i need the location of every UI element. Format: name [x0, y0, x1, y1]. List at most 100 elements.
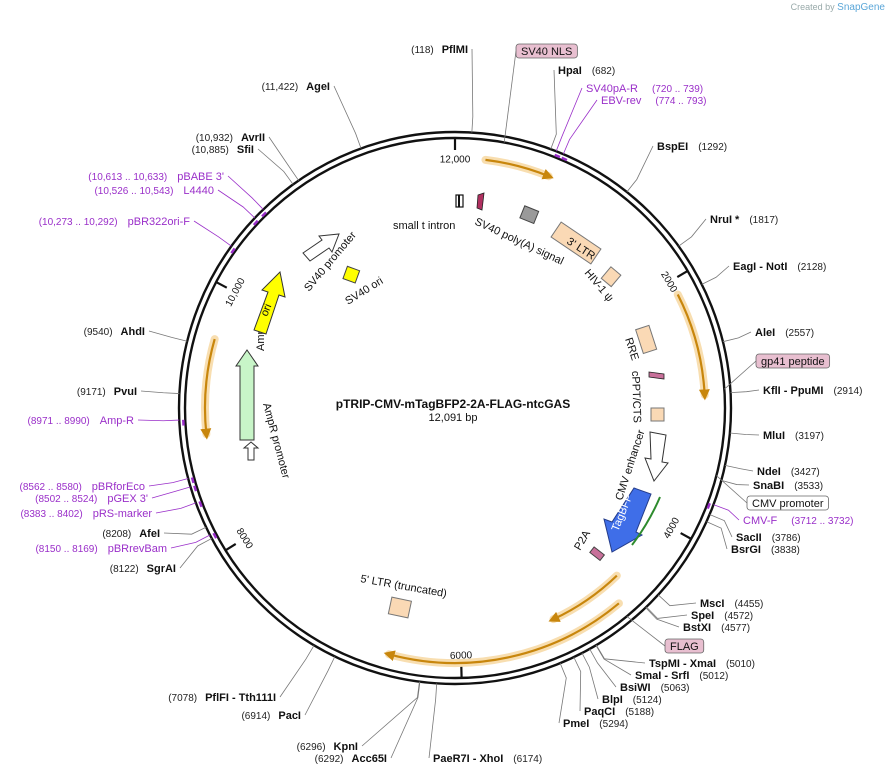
ori-label: ori	[259, 302, 275, 318]
label-box-gp41-peptide[interactable]: gp41 peptide	[755, 353, 831, 369]
site-acc65i[interactable]: Acc65I(6292)	[315, 753, 387, 765]
primer-pbabe-3-leader	[227, 175, 264, 210]
primer-cmv-f-name: CMV-F	[743, 515, 778, 527]
site-bstxi-position: (4577)	[721, 623, 750, 634]
site-bsiwi[interactable]: BsiWI(5063)	[620, 682, 689, 694]
site-pmei-name: PmeI	[563, 718, 589, 730]
cmv-enhancer-feature[interactable]	[644, 431, 669, 483]
site-snabi-name: SnaBI	[753, 480, 784, 492]
site-afei[interactable]: AfeI(8208)	[102, 528, 160, 540]
label-box-cmv-promoter[interactable]: CMV promoter	[746, 495, 829, 511]
sv40-nls-mark[interactable]	[476, 192, 485, 211]
primer-sv40pa-r[interactable]: SV40pA-R(720 .. 739)	[554, 83, 703, 159]
site-kfli-ppumi[interactable]: KflI - PpuMI(2914)	[763, 385, 862, 397]
site-sgrai-name: SgrAI	[147, 563, 176, 575]
watermark-prefix: Created by	[790, 2, 835, 12]
site-ndei[interactable]: NdeI(3427)	[757, 466, 820, 478]
site-paer7i-xhoi-position: (6174)	[513, 754, 542, 765]
site-smai-srfi[interactable]: SmaI - SrfI(5012)	[635, 670, 728, 682]
site-hpai[interactable]: HpaI(682)	[558, 65, 615, 77]
site-pflmi[interactable]: PflMI(118)	[411, 44, 468, 56]
primer-pbabe-3-mark	[261, 211, 267, 218]
site-ndei-name: NdeI	[757, 466, 781, 478]
site-alei[interactable]: AleI(2557)	[755, 327, 814, 339]
ori-feature[interactable]	[253, 270, 286, 335]
site-sfii[interactable]: SfiI(10,885)	[192, 144, 254, 156]
primer-amp-r[interactable]: Amp-R(8971 .. 8990)	[28, 415, 185, 427]
five-prime-ltr-feature[interactable]	[387, 596, 413, 619]
sv40-promoter-feature[interactable]	[302, 233, 340, 262]
site-blpi[interactable]: BlpI(5124)	[602, 694, 662, 706]
primer-pgex-3-range: (8502 .. 8524)	[35, 494, 97, 505]
primer-pbrforeco-name: pBRforEco	[92, 481, 145, 493]
site-paci[interactable]: PacI(6914)	[241, 710, 301, 722]
site-ahdi[interactable]: AhdI(9540)	[84, 326, 145, 338]
site-kpni[interactable]: KpnI(6296)	[297, 741, 358, 753]
label-box-sv40-nls[interactable]: SV40 NLS	[515, 43, 578, 59]
site-tspmi-xmai-name: TspMI - XmaI	[649, 658, 716, 670]
orf-arc-sv40-large-t[interactable]	[485, 158, 554, 180]
site-sacii[interactable]: SacII(3786)	[736, 532, 801, 544]
site-pvui-name: PvuI	[114, 386, 137, 398]
primer-ebv-rev[interactable]: EBV-rev(774 .. 793)	[561, 95, 707, 162]
primer-pbrforeco-range: (8562 .. 8580)	[20, 482, 82, 493]
site-msci[interactable]: MscI(4455)	[700, 598, 763, 610]
site-spei[interactable]: SpeI(4572)	[691, 610, 753, 622]
site-eagi-noti-position: (2128)	[797, 262, 826, 273]
site-tspmi-xmai[interactable]: TspMI - XmaI(5010)	[649, 658, 755, 670]
primer-pbabe-3[interactable]: pBABE 3'(10,613 .. 10,633)	[88, 171, 267, 218]
p2a-feature[interactable]	[589, 546, 606, 562]
site-mlui-leader	[729, 432, 760, 436]
primer-pbrrevbam[interactable]: pBRrevBam(8150 .. 8169)	[35, 532, 218, 555]
rre-feature[interactable]	[635, 324, 658, 355]
site-pflmi-position: (118)	[411, 45, 434, 56]
primer-cmv-f[interactable]: CMV-F (3712 .. 3732)	[706, 502, 854, 527]
primer-prs-marker-range: (8383 .. 8402)	[20, 509, 82, 520]
orf-arc-flag-inner[interactable]	[548, 574, 618, 622]
primer-pbrforeco[interactable]: pBRforEco (8562 .. 8580)	[20, 477, 195, 493]
site-pmei[interactable]: PmeI(5294)	[563, 718, 628, 730]
site-pvui[interactable]: PvuI(9171)	[77, 386, 137, 398]
label-box-flag[interactable]: FLAG	[664, 638, 705, 654]
site-sfii-name: SfiI	[237, 144, 254, 156]
primer-pbr322ori-f[interactable]: pBR322ori-F(10,273 .. 10,292)	[39, 216, 236, 254]
site-avrii[interactable]: AvrII(10,932)	[196, 132, 265, 144]
watermark: Created by SnapGene	[791, 2, 885, 13]
primer-prs-marker[interactable]: pRS-marker(8383 .. 8402)	[20, 501, 203, 520]
site-mlui[interactable]: MluI(3197)	[763, 430, 824, 442]
site-pflfi-tth111i[interactable]: PflFI - Tth111I(7078)	[168, 692, 276, 704]
primer-l4440[interactable]: L4440(10,526 .. 10,543)	[94, 185, 259, 226]
site-bspei[interactable]: BspEI(1292)	[657, 141, 727, 153]
ampr-promoter-feature[interactable]	[242, 441, 260, 461]
primer-pgex-3[interactable]: pGEX 3'(8502 .. 8524)	[35, 485, 198, 505]
site-bsrgi[interactable]: BsrGI(3838)	[731, 544, 800, 556]
site-nrui[interactable]: NruI *(1817)	[710, 214, 778, 226]
site-agei[interactable]: AgeI(11,422)	[262, 81, 330, 93]
site-paqci[interactable]: PaqCI(5188)	[584, 706, 654, 718]
three-prime-ltr-feature[interactable]	[550, 221, 602, 265]
site-msci-position: (4455)	[734, 599, 763, 610]
site-bstxi[interactable]: BstXI(4577)	[683, 622, 750, 634]
ampr-feature[interactable]	[235, 349, 259, 441]
primer-cmv-f-range: (3712 .. 3732)	[791, 516, 853, 527]
sv40-polya-feature[interactable]	[519, 205, 540, 225]
small-t-intron-feature[interactable]	[455, 194, 464, 208]
sv40-ori-feature[interactable]	[342, 265, 361, 284]
site-spei-name: SpeI	[691, 610, 714, 622]
site-paer7i-xhoi[interactable]: PaeR7I - XhoI(6174)	[433, 753, 542, 765]
site-eagi-noti[interactable]: EagI - NotI(2128)	[733, 261, 826, 273]
gp41-peptide-mark[interactable]	[648, 371, 665, 380]
site-avrii-name: AvrII	[241, 132, 265, 144]
cppt-cts-feature[interactable]	[650, 407, 665, 422]
site-bsrgi-name: BsrGI	[731, 544, 761, 556]
site-leader-lines	[137, 48, 760, 759]
site-sgrai[interactable]: SgrAI(8122)	[110, 563, 176, 575]
orf-arc-ampr-region[interactable]	[200, 338, 216, 440]
site-snabi[interactable]: SnaBI(3533)	[753, 480, 823, 492]
orf-arc-gp41[interactable]	[676, 294, 710, 401]
orf-arc-ntcgas[interactable]	[383, 602, 620, 665]
site-msci-leader	[657, 594, 697, 607]
tick-label: 6000	[450, 650, 473, 662]
hiv1-psi-feature[interactable]	[600, 266, 622, 288]
restriction-site-labels: PflMI(118) HpaI(682) BspEI(1292) NruI *(181…	[77, 44, 863, 765]
